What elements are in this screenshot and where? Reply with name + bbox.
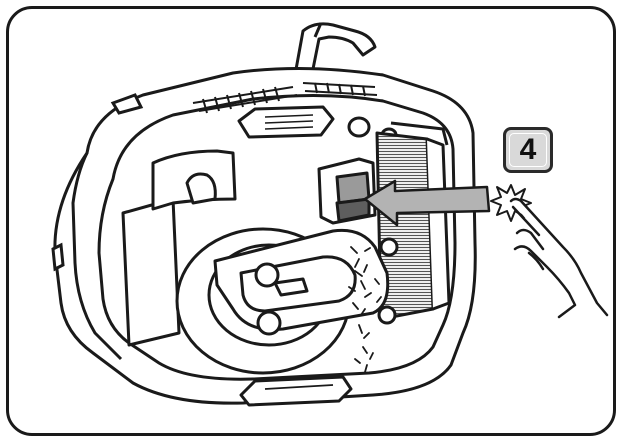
rim-vents bbox=[192, 82, 378, 114]
push-arrow-icon bbox=[363, 179, 491, 227]
filter-panel bbox=[375, 121, 451, 321]
top-handle bbox=[293, 22, 377, 81]
bottom-latch bbox=[239, 375, 353, 407]
left-compartment bbox=[121, 149, 237, 347]
step-number: 4 bbox=[519, 133, 537, 166]
release-button bbox=[317, 157, 377, 225]
pointing-hand-icon bbox=[509, 197, 609, 319]
top-latch bbox=[237, 105, 398, 143]
central-mechanism bbox=[175, 227, 399, 375]
left-tab bbox=[51, 93, 144, 272]
press-burst-icon bbox=[490, 184, 532, 222]
debris-particles bbox=[348, 246, 382, 373]
dustbin-illustration bbox=[51, 22, 609, 407]
illustration-frame: 4 bbox=[6, 6, 616, 436]
badge-inner-border bbox=[509, 133, 547, 167]
step-number-badge: 4 bbox=[503, 127, 553, 173]
